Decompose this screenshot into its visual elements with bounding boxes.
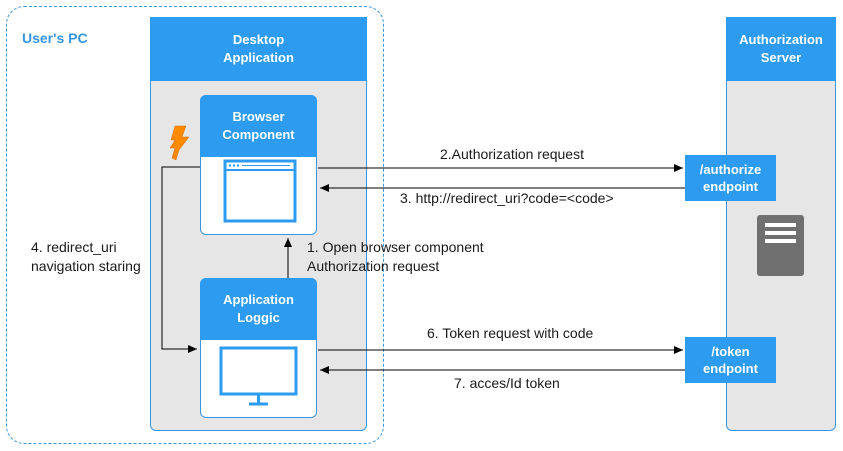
open-browser-label: 1. Open browser component Authorization …	[307, 239, 484, 274]
authorize-endpoint: /authorize endpoint	[685, 155, 776, 201]
navigation-label: 4. redirect_uri navigation staring	[31, 239, 141, 274]
token-response-label: 7. acces/Id token	[454, 375, 560, 391]
desktop-application-header: Desktop Application	[150, 17, 367, 81]
redirect-label: 3. http://redirect_uri?code=<code>	[400, 190, 614, 206]
users-pc-label: User's PC	[22, 30, 88, 46]
browser-component-title: Browser Component	[200, 95, 317, 157]
token-request-label: 6. Token request with code	[427, 325, 594, 341]
authorization-request-label: 2.Authorization request	[440, 146, 584, 162]
lightning-icon	[169, 125, 190, 161]
browser-window-icon	[223, 159, 297, 223]
monitor-icon	[219, 346, 298, 406]
application-logic-title: Application Loggic	[200, 278, 317, 340]
users-pc-boundary	[6, 6, 384, 444]
authorization-server-header: Authorization Server	[726, 17, 836, 81]
token-endpoint: /token endpoint	[685, 337, 776, 383]
server-icon	[757, 215, 804, 276]
navigation-path	[161, 166, 200, 353]
